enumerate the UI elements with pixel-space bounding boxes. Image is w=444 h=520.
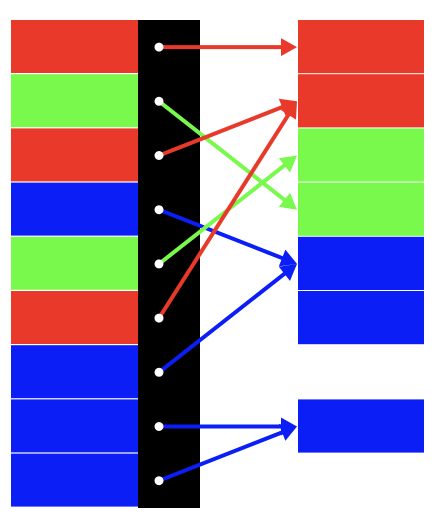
arrowhead-green bbox=[278, 192, 297, 210]
connection-line-red bbox=[157, 105, 285, 158]
pin-strip bbox=[138, 20, 200, 508]
arrowhead-blue bbox=[278, 249, 297, 267]
source-block-column bbox=[11, 20, 200, 507]
destination-block-column bbox=[298, 20, 424, 453]
pin-dot bbox=[154, 42, 164, 52]
destination-block-blue bbox=[298, 291, 424, 345]
destination-block-green bbox=[298, 128, 424, 182]
pin-dot bbox=[154, 259, 164, 269]
connection-line-blue bbox=[157, 207, 285, 261]
connection-line-green bbox=[157, 163, 287, 266]
pin-dot bbox=[154, 151, 164, 160]
connection-line-blue bbox=[157, 271, 287, 375]
source-block-red bbox=[11, 128, 138, 182]
source-block-green bbox=[11, 74, 138, 128]
source-block-blue bbox=[11, 399, 138, 453]
source-block-blue bbox=[11, 453, 138, 507]
connection-line-blue bbox=[157, 430, 285, 483]
destination-block-red bbox=[298, 20, 424, 74]
connection-arrows bbox=[157, 38, 297, 483]
arrowhead-red bbox=[281, 38, 297, 57]
pin-dot bbox=[154, 367, 164, 377]
pin-dot bbox=[154, 96, 164, 106]
source-block-red bbox=[11, 20, 138, 73]
source-block-blue bbox=[11, 345, 138, 399]
destination-block-green bbox=[298, 182, 424, 236]
arrowhead-blue bbox=[278, 263, 297, 281]
connection-line-red bbox=[157, 112, 291, 321]
source-block-blue bbox=[11, 182, 138, 236]
arrowhead-blue bbox=[278, 423, 297, 441]
arrowhead-green bbox=[278, 155, 297, 173]
source-block-red bbox=[11, 291, 138, 344]
source-block-green bbox=[11, 236, 138, 290]
pin-dot bbox=[154, 205, 164, 215]
arrowhead-red bbox=[280, 101, 297, 120]
pin-dot bbox=[154, 313, 164, 323]
destination-block-red bbox=[298, 74, 424, 128]
pin-dot bbox=[154, 476, 164, 486]
destination-block-blue bbox=[298, 399, 424, 453]
pin-dots bbox=[154, 42, 164, 486]
destination-block-blue bbox=[298, 236, 424, 290]
pin-dot bbox=[154, 422, 164, 431]
